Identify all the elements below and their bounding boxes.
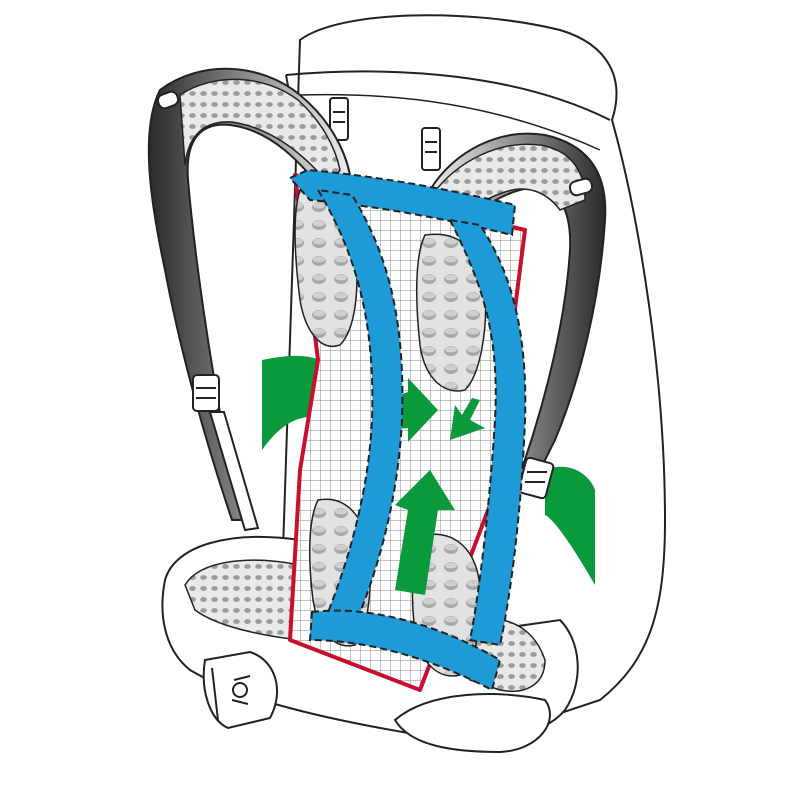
buckle-icon: [202, 650, 279, 730]
lid-buckle-left: [329, 97, 349, 141]
frame-stays: [288, 168, 527, 692]
strap-ladder-icon: [192, 374, 260, 532]
lid-buckle-right: [421, 127, 441, 171]
